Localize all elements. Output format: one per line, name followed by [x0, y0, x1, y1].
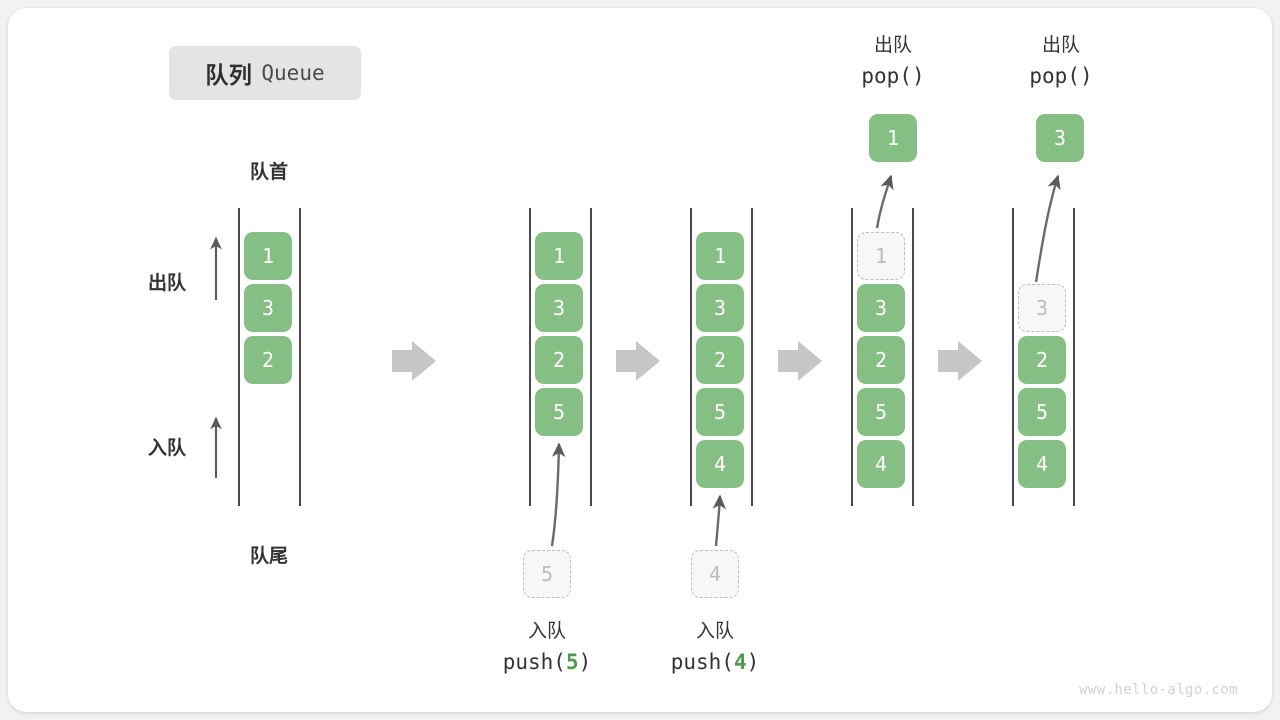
col3-rail-right	[751, 208, 753, 506]
title-cn: 队列	[205, 62, 253, 88]
op-push-5: 入队 push(5)	[443, 618, 651, 678]
op-push-5-cn: 入队	[527, 621, 566, 642]
col1-rail-left	[238, 208, 240, 506]
op-push-5-prefix: push(	[502, 649, 566, 674]
col5-popped-value: 3	[1036, 114, 1084, 162]
col5-cell-0-ghost: 3	[1018, 284, 1066, 332]
label-dequeue: 出队	[148, 273, 187, 294]
watermark: www.hello-algo.com	[1079, 682, 1238, 698]
title-badge: 队列 Queue	[169, 46, 361, 100]
op-push-4-cn: 入队	[695, 621, 734, 642]
op-push-4-suffix: )	[746, 649, 760, 674]
col4-cell-1: 3	[857, 284, 905, 332]
col5-cell-3: 4	[1018, 440, 1066, 488]
col2-cell-1: 3	[535, 284, 583, 332]
step-arrow-4	[938, 341, 982, 381]
label-front: 队首	[249, 162, 288, 183]
col4-rail-left	[851, 208, 853, 506]
col1-cell-1: 3	[244, 284, 292, 332]
col5-rail-right	[1073, 208, 1075, 506]
step-arrow-3	[778, 341, 822, 381]
step-arrow-2	[616, 341, 660, 381]
push-5-arrow	[550, 442, 566, 547]
pop-1-arrow	[875, 174, 894, 229]
step-arrow-1	[392, 341, 436, 381]
col1-cell-0: 1	[244, 232, 292, 280]
col3-cell-4: 4	[696, 440, 744, 488]
op-push-5-code: push(5)	[443, 647, 651, 679]
op-pop-1-cn: 出队	[873, 35, 912, 56]
col3-ghost-push-value: 4	[691, 550, 739, 598]
col1-cell-2: 2	[244, 336, 292, 384]
col4-popped-value: 1	[869, 114, 917, 162]
col2-cell-0: 1	[535, 232, 583, 280]
col2-ghost-push-value: 5	[523, 550, 571, 598]
op-pop-2-cn: 出队	[1041, 35, 1080, 56]
col2-rail-right	[590, 208, 592, 506]
label-rear: 队尾	[249, 546, 288, 567]
op-pop-1: 出队 pop()	[789, 32, 997, 92]
label-enqueue: 入队	[148, 438, 187, 459]
title-en: Queue	[261, 61, 325, 85]
push-4-arrow	[712, 494, 726, 547]
op-pop-1-code: pop()	[861, 63, 925, 88]
col2-cell-3: 5	[535, 388, 583, 436]
col2-rail-left	[529, 208, 531, 506]
col3-cell-1: 3	[696, 284, 744, 332]
col4-cell-2: 2	[857, 336, 905, 384]
col2-cell-2: 2	[535, 336, 583, 384]
col4-rail-right	[912, 208, 914, 506]
col5-cell-2: 5	[1018, 388, 1066, 436]
op-push-5-suffix: )	[578, 649, 592, 674]
op-pop-2-code: pop()	[1029, 63, 1093, 88]
col4-cell-0-ghost: 1	[857, 232, 905, 280]
op-push-5-num: 5	[565, 649, 579, 674]
col3-cell-3: 5	[696, 388, 744, 436]
op-push-4-code: push(4)	[611, 647, 819, 679]
op-push-4-num: 4	[733, 649, 747, 674]
col4-cell-4: 4	[857, 440, 905, 488]
col4-cell-3: 5	[857, 388, 905, 436]
col3-cell-0: 1	[696, 232, 744, 280]
pop-2-arrow	[1034, 174, 1061, 283]
op-push-4-prefix: push(	[670, 649, 734, 674]
op-push-4: 入队 push(4)	[611, 618, 819, 678]
col5-rail-left	[1012, 208, 1014, 506]
col1-rail-right	[299, 208, 301, 506]
col5-cell-1: 2	[1018, 336, 1066, 384]
op-pop-2: 出队 pop()	[957, 32, 1165, 92]
col3-rail-left	[690, 208, 692, 506]
col3-cell-2: 2	[696, 336, 744, 384]
